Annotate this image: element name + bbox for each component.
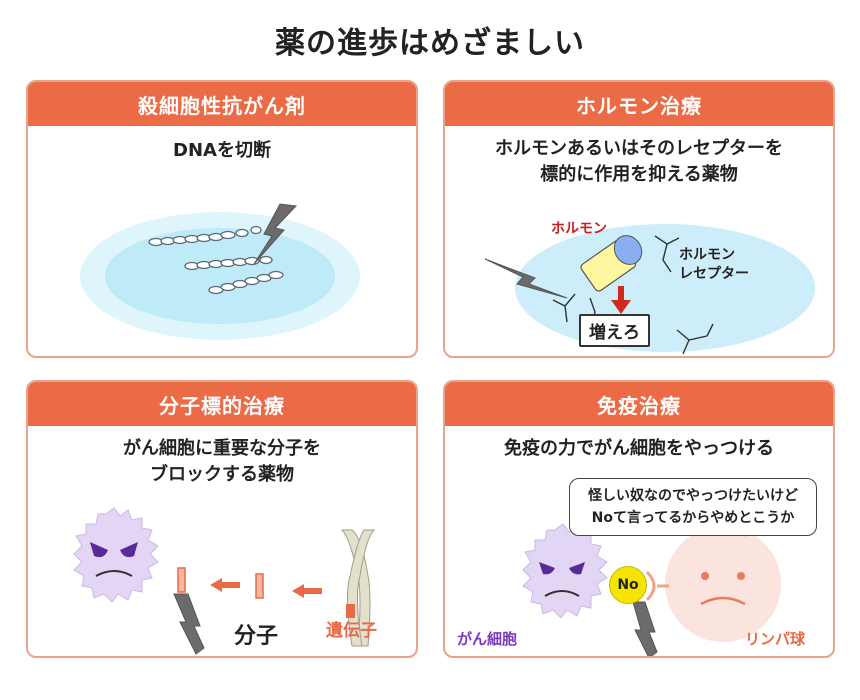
panel-body-hormone: ホルモンあるいはそのレセプターを 標的に作用を抑える薬物 ホルモン ホルモン レ… (445, 126, 833, 356)
lightning-icon (484, 258, 568, 299)
panel-hormone: ホルモン治療 ホルモンあるいはそのレセプターを 標的に作用を抑える薬物 ホルモン… (443, 80, 835, 358)
cancer-cell-label: がん細胞 (457, 630, 518, 648)
cancer-cell-icon (522, 523, 608, 619)
hormone-capsule-icon (580, 235, 643, 292)
panel-subtitle: DNAを切断 (173, 140, 271, 161)
left-arrow-icon (210, 578, 322, 598)
blocked-molecule (177, 567, 186, 593)
receptor-label-line2: レセプター (679, 266, 749, 282)
panel-header-hormone: ホルモン治療 (445, 82, 833, 126)
receptor-label-line1: ホルモン (679, 247, 735, 263)
speech-line1: 怪しい奴なのでやっつけたいけど (588, 488, 798, 504)
inner-ellipse (105, 228, 335, 324)
receptor-icon (552, 235, 714, 355)
no-badge: No (609, 566, 647, 604)
panel-body-cytotoxic: DNAを切断 (28, 126, 416, 356)
down-arrow-icon (611, 286, 631, 314)
cancer-cell-icon (73, 507, 159, 603)
speech-bubble: 怪しい奴なのでやっつけたいけど Noて言ってるからやめとこうか (569, 478, 817, 536)
lymphocyte-label: リンパ球 (745, 630, 806, 648)
panel-header-cytotoxic: 殺細胞性抗がん剤 (28, 82, 416, 126)
molecular-illustration (73, 507, 376, 655)
dna-illustration (80, 203, 360, 340)
immune-illustration (522, 520, 781, 656)
panel-molecular: 分子標的治療 がん細胞に重要な分子を ブロックする薬物 分子 (26, 380, 418, 658)
molecule-label: 分子 (234, 624, 279, 649)
panel-subtitle: 免疫の力でがん細胞をやっつける (504, 438, 774, 459)
panel-header-immune: 免疫治療 (445, 382, 833, 426)
panel-body-immune: 免疫の力でがん細胞をやっつける 怪しい奴なのでやっつけたいけど Noて言ってるか… (445, 426, 833, 656)
panel-immune: 免疫治療 免疫の力でがん細胞をやっつける 怪しい奴なのでやっつけたいけど (443, 380, 835, 658)
lymphocyte-icon (645, 526, 781, 642)
panel-subtitle-line2: ブロックする薬物 (150, 464, 294, 485)
lightning-icon (173, 593, 205, 655)
speech-line2: Noて言ってるからやめとこうか (591, 510, 795, 526)
lightning-icon (253, 203, 298, 265)
panel-body-molecular: がん細胞に重要な分子を ブロックする薬物 分子 遺伝子 (28, 426, 416, 656)
chromosome-icon (340, 529, 376, 647)
panel-subtitle-line1: がん細胞に重要な分子を (123, 438, 321, 459)
hormone-label: ホルモン (551, 221, 607, 237)
molecule (255, 573, 264, 599)
gene-label: 遺伝子 (326, 621, 377, 641)
increase-box: 増えろ (579, 314, 650, 347)
panel-subtitle-line1: ホルモンあるいはそのレセプターを (495, 138, 783, 159)
panel-header-molecular: 分子標的治療 (28, 382, 416, 426)
panel-subtitle-line2: 標的に作用を抑える薬物 (540, 164, 738, 185)
panel-cytotoxic: 殺細胞性抗がん剤 DNAを切断 (26, 80, 418, 358)
page-title: 薬の進歩はめざましい (275, 26, 585, 61)
lightning-icon (632, 601, 658, 656)
